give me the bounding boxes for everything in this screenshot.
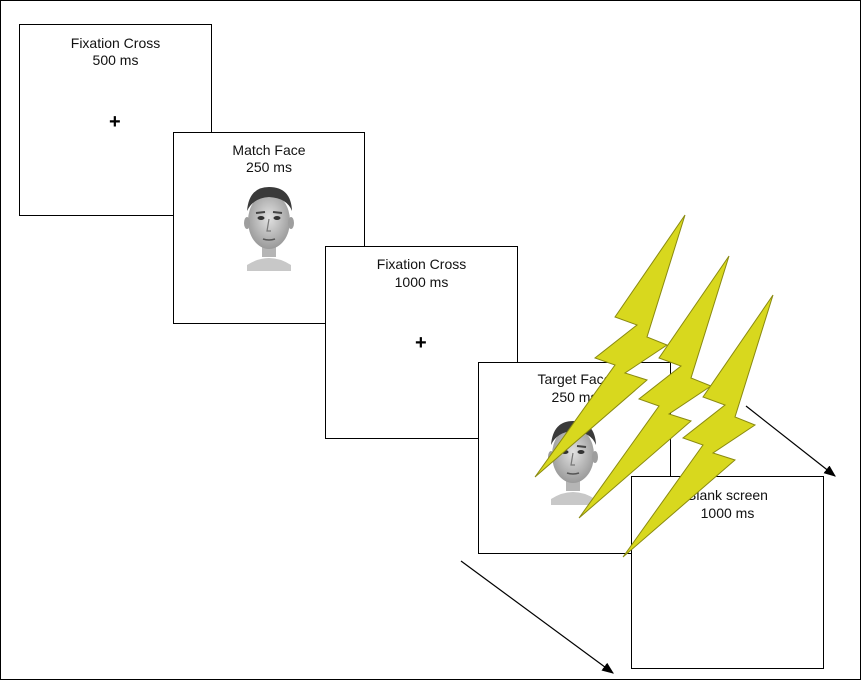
panel-title: Blank screen [687,487,768,503]
panel-title: Fixation Cross [376,256,467,272]
panel-blank-screen: Blank screen 1000 ms [631,476,824,669]
panel-duration: 500 ms [92,52,139,68]
panel-title: Fixation Cross [70,35,161,51]
face-photo-icon [244,187,294,271]
panel-title: Target Face [537,371,612,387]
panel-title: Match Face [232,142,306,158]
panel-duration: 250 ms [551,389,598,405]
fixation-cross-icon: + [415,332,427,354]
fixation-cross-icon: + [109,111,121,133]
face-photo-icon [548,421,598,505]
panel-duration: 1000 ms [700,505,755,521]
time-arrow-left [460,560,614,674]
panel-match-face: Match Face 250 ms [173,132,365,324]
panel-duration: 1000 ms [394,274,449,290]
panel-duration: 250 ms [246,159,292,175]
time-arrow-right [745,405,836,477]
panel-fixation-cross-1: Fixation Cross 500 ms + [19,24,212,216]
